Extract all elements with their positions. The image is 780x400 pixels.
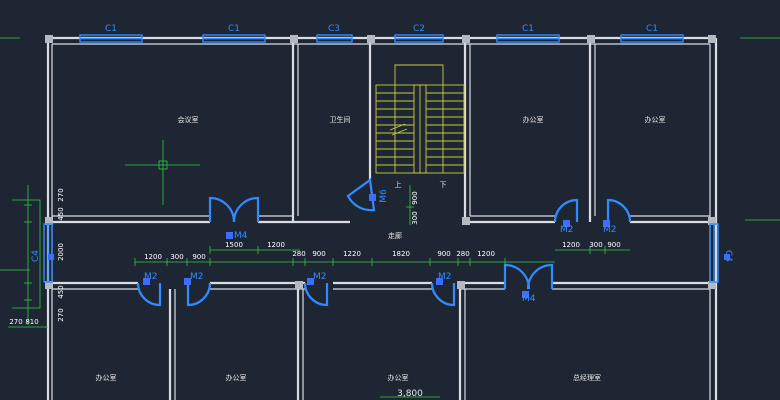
door-m2-upper-1 xyxy=(553,198,579,223)
dim-450: 450 xyxy=(57,207,65,220)
window-label-c1: C1 xyxy=(105,24,117,34)
stair-up-label: 上 xyxy=(395,180,402,189)
dim-1820: 1820 xyxy=(392,250,410,258)
dimension-labels: 1200 300 900 1500 1200 280 900 1220 1820… xyxy=(9,188,620,399)
door-label-m4: M4 xyxy=(234,231,248,241)
door-label-m4: M4 xyxy=(522,294,536,304)
dim-1200: 1200 xyxy=(562,241,580,249)
dim-810: 810 xyxy=(25,318,38,326)
door-m2-lower-1 xyxy=(136,282,162,307)
window-label-c1: C1 xyxy=(646,24,658,34)
door-label-m2: M2 xyxy=(190,272,204,282)
window-label-c3: C3 xyxy=(328,24,340,34)
room-label-office: 办公室 xyxy=(388,373,409,382)
dim-270: 270 xyxy=(57,188,65,201)
dim-280: 280 xyxy=(456,250,469,258)
dim-1220: 1220 xyxy=(343,250,361,258)
window-label-c1: C1 xyxy=(228,24,240,34)
dimension-lines xyxy=(0,185,630,398)
dim-900: 900 xyxy=(437,250,450,258)
dim-1500: 1500 xyxy=(225,241,243,249)
door-m6 xyxy=(346,178,376,212)
dim-900: 900 xyxy=(312,250,325,258)
dim-300: 300 xyxy=(170,253,183,261)
door-label-m2: M2 xyxy=(603,225,617,235)
dim-450: 450 xyxy=(57,285,65,298)
window-label-c4: C4 xyxy=(31,250,41,262)
dim-900: 900 xyxy=(192,253,205,261)
stair-down-label: 下 xyxy=(440,181,447,189)
dim-900: 900 xyxy=(607,241,620,249)
dim-270: 270 xyxy=(9,318,22,326)
door-label-m2: M2 xyxy=(438,272,452,282)
dim-270: 270 xyxy=(57,308,65,321)
door-m2-lower-2 xyxy=(186,282,212,307)
room-label-toilet: 卫生间 xyxy=(330,115,351,124)
dim-300: 300 xyxy=(589,241,602,249)
dim-280: 280 xyxy=(292,250,305,258)
dim-2000: 2000 xyxy=(57,243,65,261)
door-m4-lower-right xyxy=(503,263,531,290)
door-label-m6: M6 xyxy=(379,189,389,203)
room-label-office: 办公室 xyxy=(645,115,666,124)
room-label-corridor: 走廊 xyxy=(388,231,402,240)
dim-300: 300 xyxy=(411,211,419,224)
dim-3800: 3,800 xyxy=(397,389,423,399)
construction-lines xyxy=(0,37,780,221)
door-label-m2: M2 xyxy=(313,272,327,282)
dim-1200: 1200 xyxy=(477,250,495,258)
walls xyxy=(46,36,718,400)
doors xyxy=(136,178,632,307)
staircase: 上 下 xyxy=(375,64,465,189)
room-label-office: 办公室 xyxy=(226,373,247,382)
window-label-c2: C2 xyxy=(413,24,425,34)
door-label-m2: M2 xyxy=(560,225,574,235)
door-label-m2: M2 xyxy=(144,272,158,282)
dim-900: 900 xyxy=(411,191,419,204)
windows-top xyxy=(79,34,684,43)
windows-side xyxy=(43,223,719,283)
door-tags: M4 M2 M2 M2 M2 M4 M2 M2 M6 xyxy=(48,189,730,304)
window-labels: C1 C1 C3 C2 C1 C1 C4 C4 xyxy=(31,24,733,262)
column-posts xyxy=(45,35,716,289)
dim-1200: 1200 xyxy=(267,241,285,249)
door-m2-upper-2 xyxy=(606,198,632,223)
door-m2-lower-3 xyxy=(303,282,329,307)
room-label-meeting: 会议室 xyxy=(178,115,199,124)
dim-1200: 1200 xyxy=(144,253,162,261)
room-labels: 会议室 卫生间 办公室 办公室 走廊 办公室 办公室 办公室 总经理室 xyxy=(96,115,666,382)
room-label-office: 办公室 xyxy=(96,373,117,382)
room-label-gm-office: 总经理室 xyxy=(573,373,601,382)
door-m4-upper-left xyxy=(208,196,236,223)
window-label-c1: C1 xyxy=(522,24,534,34)
room-label-office: 办公室 xyxy=(523,115,544,124)
door-m2-lower-4 xyxy=(430,282,456,307)
